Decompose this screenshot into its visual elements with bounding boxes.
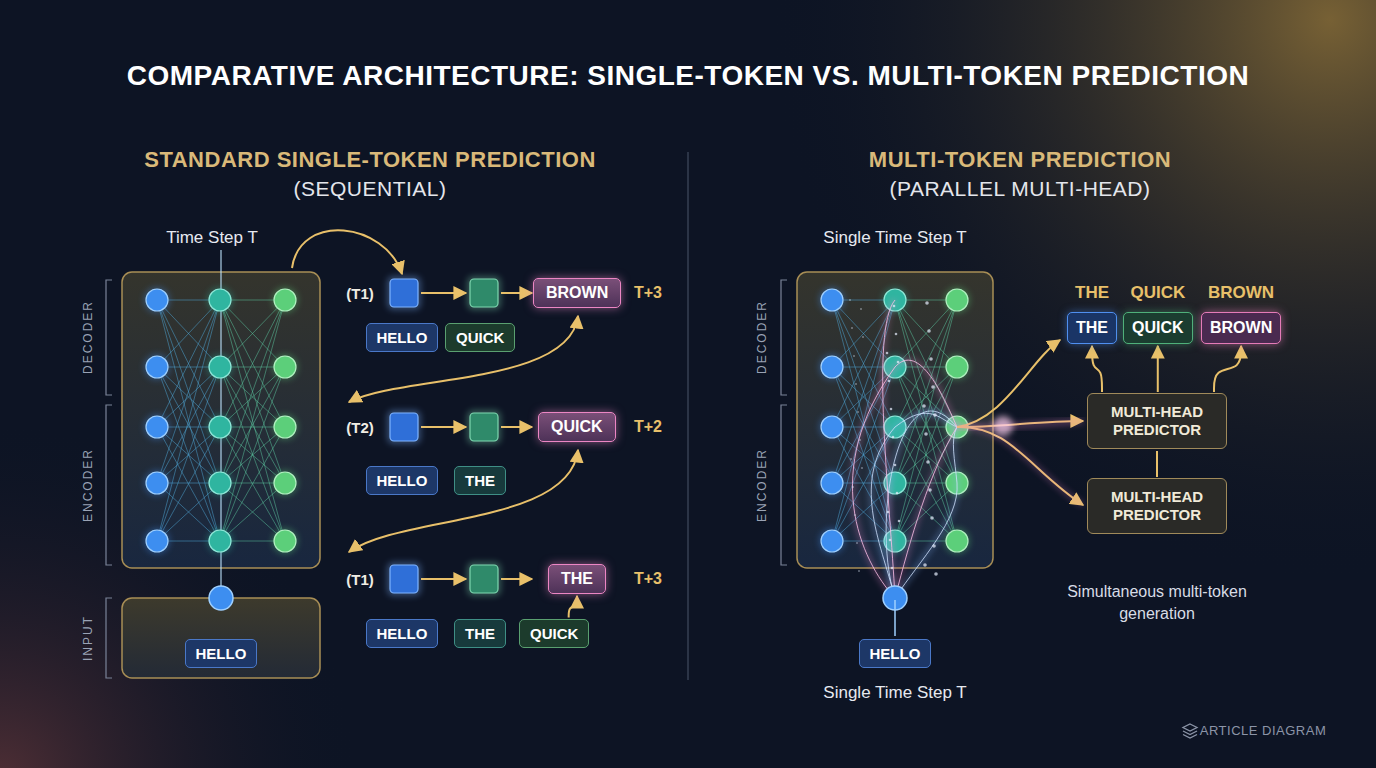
input-token: HELLO (185, 639, 258, 668)
node-text: HELLO (377, 472, 428, 489)
context-token: HELLO (366, 619, 439, 648)
section-subheading: (PARALLEL MULTI-HEAD) (890, 177, 1151, 201)
section-heading: MULTI-TOKEN PREDICTION (869, 147, 1171, 173)
node-text: QUICK (530, 625, 578, 642)
offset-tag: T+3 (634, 570, 662, 588)
node-text: QUICK (551, 418, 603, 436)
node-text: HELLO (870, 645, 921, 662)
token-label: BROWN (1208, 283, 1274, 303)
output-token-box: QUICK (538, 412, 616, 442)
node-text: BROWN (1210, 319, 1272, 337)
node-text: THE (465, 472, 495, 489)
step-tag: (T1) (346, 285, 374, 302)
predictor-box: MULTI-HEAD PREDICTOR (1087, 478, 1227, 534)
step-tag: (T1) (346, 571, 374, 588)
diagram-title: COMPARATIVE ARCHITECTURE: SINGLE-TOKEN V… (127, 60, 1249, 92)
node-text: HELLO (377, 625, 428, 642)
offset-tag: T+2 (634, 418, 662, 436)
predictor-box: MULTI-HEAD PREDICTOR (1087, 393, 1227, 449)
arrow-connector (1157, 346, 1159, 392)
token-label: QUICK (1131, 283, 1186, 303)
node-text: HELLO (196, 645, 247, 662)
layer-label: DECODER (81, 300, 95, 374)
node-text: QUICK (456, 329, 504, 346)
caption-note: Simultaneous multi-token generation (1067, 581, 1247, 624)
time-step-label: Time Step T (166, 228, 258, 248)
node-text: THE (1076, 319, 1108, 337)
time-step-label: Single Time Step T (823, 228, 966, 248)
output-token-box: BROWN (1201, 312, 1281, 344)
node-text: MULTI-HEAD PREDICTOR (1098, 488, 1216, 524)
layer-label: ENCODER (755, 448, 769, 522)
layer-label: DECODER (755, 300, 769, 374)
watermark: ARTICLE DIAGRAM (1200, 723, 1326, 738)
token-label: THE (1075, 283, 1109, 303)
node-text: BROWN (546, 284, 608, 302)
arrow-connector (569, 596, 577, 618)
layer-label: INPUT (81, 615, 95, 661)
node-text: HELLO (377, 329, 428, 346)
arrow-connector (1214, 346, 1241, 392)
context-token: QUICK (519, 619, 589, 648)
arrow-connector (1092, 346, 1102, 392)
output-token-box: THE (1067, 312, 1117, 344)
node-text: QUICK (1132, 319, 1184, 337)
node-text: THE (465, 625, 495, 642)
context-token: QUICK (445, 323, 515, 352)
context-token: HELLO (366, 466, 439, 495)
node-text: MULTI-HEAD PREDICTOR (1098, 403, 1216, 439)
context-token: THE (454, 619, 506, 648)
link-line (1156, 451, 1158, 477)
time-step-label: Single Time Step T (823, 683, 966, 703)
output-token-box: BROWN (533, 278, 621, 308)
node-text: THE (561, 570, 593, 588)
offset-tag: T+3 (634, 284, 662, 302)
output-token-box: THE (548, 564, 606, 594)
step-tag: (T2) (346, 419, 374, 436)
layer-label: ENCODER (81, 448, 95, 522)
section-heading: STANDARD SINGLE-TOKEN PREDICTION (144, 147, 596, 173)
input-token: HELLO (859, 639, 932, 668)
context-token: THE (454, 466, 506, 495)
context-token: HELLO (366, 323, 439, 352)
output-token-box: QUICK (1123, 312, 1193, 344)
section-subheading: (SEQUENTIAL) (293, 177, 446, 201)
